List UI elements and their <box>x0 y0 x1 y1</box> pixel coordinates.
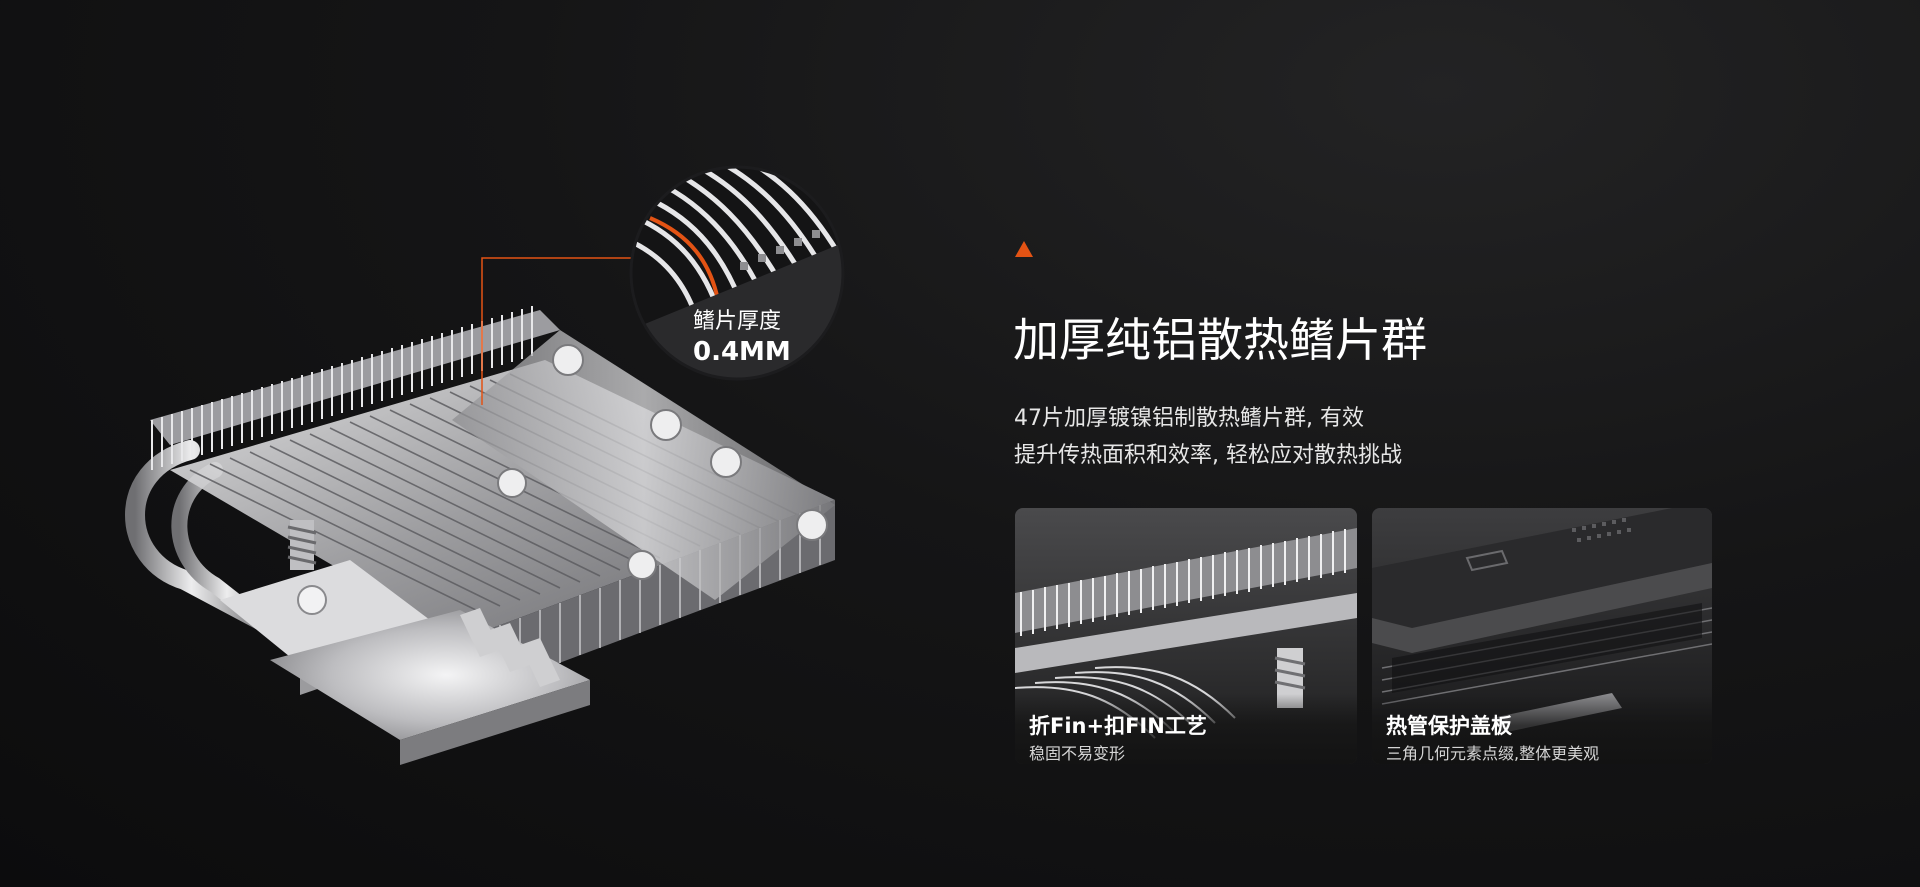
callout-line <box>481 257 640 405</box>
cooler-drawing <box>125 165 845 765</box>
cover-plate <box>452 330 835 600</box>
feature-description: 47片加厚镀镍铝制散热鳍片群, 有效 提升传热面积和效率, 轻松应对散热挑战 <box>1014 400 1402 474</box>
card-caption: 折Fin+扣FIN工艺 稳固不易变形 <box>1015 694 1357 764</box>
cooler-base-side <box>400 680 590 765</box>
feature-card-fin-process: 折Fin+扣FIN工艺 稳固不易变形 <box>1015 508 1357 764</box>
base-fins <box>460 608 560 687</box>
screw-icon <box>297 585 327 615</box>
feature-headline: 加厚纯铝散热鳍片群 <box>1013 313 1427 367</box>
description-line: 提升传热面积和效率, 轻松应对散热挑战 <box>1014 443 1402 468</box>
card-subtitle: 稳固不易变形 <box>1029 744 1126 763</box>
cooler-illustration: 鳍片厚度 0.4MM <box>0 0 900 887</box>
heat-pipe <box>125 440 270 630</box>
card-title: 折Fin+扣FIN工艺 <box>1029 714 1207 738</box>
fin-comb <box>151 306 533 470</box>
card-title: 热管保护盖板 <box>1386 714 1512 738</box>
card-subtitle: 三角几何元素点缀,整体更美观 <box>1386 744 1600 763</box>
mounting-bracket <box>220 560 430 665</box>
screw-icon <box>497 344 828 580</box>
triangle-up-icon <box>1015 241 1033 257</box>
fin-thickness-callout: 鳍片厚度 0.4MM <box>693 308 833 368</box>
feature-card-heatpipe-cover: 热管保护盖板 三角几何元素点缀,整体更美观 <box>1372 508 1712 764</box>
card-caption: 热管保护盖板 三角几何元素点缀,整体更美观 <box>1372 694 1712 764</box>
fin-thickness-value: 0.4MM <box>693 337 791 367</box>
spring-screw-icon <box>287 520 317 570</box>
fin-thickness-label: 鳍片厚度 <box>693 309 782 334</box>
description-line: 47片加厚镀镍铝制散热鳍片群, 有效 <box>1014 406 1364 431</box>
